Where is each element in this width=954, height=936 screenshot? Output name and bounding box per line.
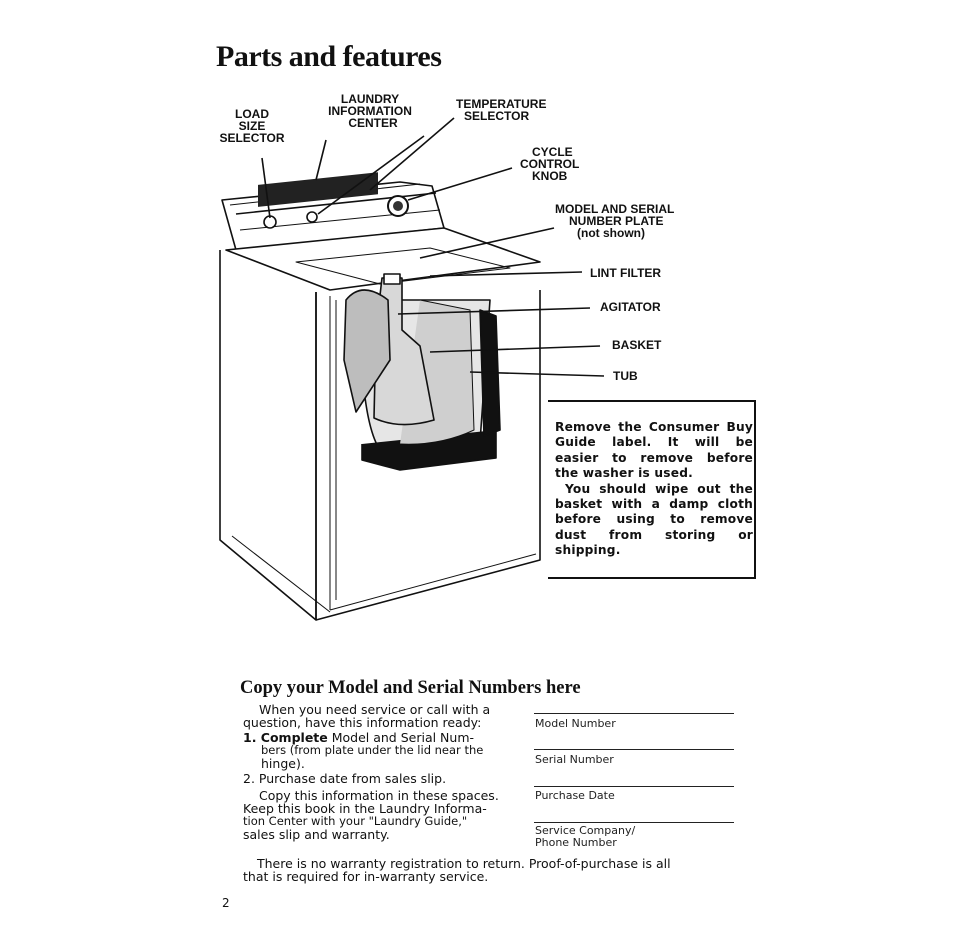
list-item: 2. Purchase date from sales slip. — [243, 771, 447, 786]
label-line: LOAD — [235, 107, 269, 121]
serial-number-line[interactable] — [534, 749, 734, 750]
copy-line: sales slip and warranty. — [243, 827, 390, 842]
copy-line: Keep this book in the Laundry Informa- — [243, 801, 487, 816]
purchase-date-line[interactable] — [534, 786, 734, 787]
agitator-label: AGITATOR — [600, 300, 661, 314]
label-line: LAUNDRY — [340, 92, 400, 106]
note-paragraph: You should wipe out the basket with a da… — [555, 481, 753, 558]
note-box: Remove the Consumer Buy Guide label. It … — [548, 400, 756, 579]
copy-line: tion Center with your "Laundry Guide," — [243, 814, 468, 828]
lint-filter — [343, 289, 391, 413]
label-line: INFORMATION — [328, 104, 412, 118]
label-line: MODEL AND SERIAL — [555, 202, 675, 216]
lint-filter-label: LINT FILTER — [590, 266, 662, 280]
footer-note: There is no warranty registration to ret… — [243, 857, 743, 883]
cycle-control-knob-label: CYCLE CONTROL KNOB — [520, 146, 579, 182]
label-line: CENTER — [348, 116, 398, 130]
tub-label: TUB — [613, 369, 638, 383]
intro-line: When you need service or call with a — [259, 702, 491, 717]
basket-label: BASKET — [612, 338, 662, 352]
model-number-label: Model Number — [535, 717, 616, 730]
list-item: 1. Complete Model and Serial Num- — [243, 731, 528, 744]
list-item-cont: hinge). — [261, 756, 305, 771]
page-number: 2 — [222, 896, 230, 910]
washer-illustration — [219, 117, 605, 621]
label-line: TEMPERATURE — [456, 97, 547, 111]
page-title: Parts and features — [216, 40, 442, 73]
service-company-line[interactable] — [534, 822, 734, 823]
label-line: CYCLE — [532, 145, 573, 159]
footer-line: that is required for in-warranty service… — [243, 869, 489, 884]
label-line: KNOB — [532, 169, 568, 183]
section-heading: Copy your Model and Serial Numbers here — [240, 678, 581, 698]
model-serial-plate-label: MODEL AND SERIAL NUMBER PLATE (not shown… — [555, 203, 674, 239]
item-text: Model and Serial Num- — [327, 730, 475, 745]
laundry-information-center-label: LAUNDRY INFORMATION CENTER — [320, 93, 420, 129]
copy-line: Copy this information in these spaces. — [259, 788, 499, 803]
load-size-selector-label: LOAD SIZE SELECTOR — [219, 108, 285, 144]
label-line: Phone Number — [535, 836, 617, 849]
label-line: SELECTOR — [464, 109, 530, 123]
footer-line: There is no warranty registration to ret… — [257, 856, 671, 871]
label-line: SIZE — [238, 119, 266, 133]
label-line: SELECTOR — [219, 131, 285, 145]
label-line: (not shown) — [577, 226, 645, 240]
list-item-cont: bers (from plate under the lid near the — [261, 743, 484, 757]
service-company-label: Service Company/ Phone Number — [535, 825, 635, 849]
item-lead: 1. Complete — [243, 730, 328, 745]
instructions: When you need service or call with a que… — [243, 703, 528, 841]
label-line: CONTROL — [520, 157, 580, 171]
purchase-date-label: Purchase Date — [535, 789, 615, 802]
temperature-selector-label: TEMPERATURE SELECTOR — [456, 98, 546, 122]
intro-line: question, have this information ready: — [243, 715, 482, 730]
serial-number-label: Serial Number — [535, 753, 614, 766]
note-paragraph: Remove the Consumer Buy Guide label. It … — [555, 420, 753, 481]
model-number-line[interactable] — [534, 713, 734, 714]
label-line: Service Company/ — [535, 824, 636, 837]
label-line: NUMBER PLATE — [569, 214, 664, 228]
